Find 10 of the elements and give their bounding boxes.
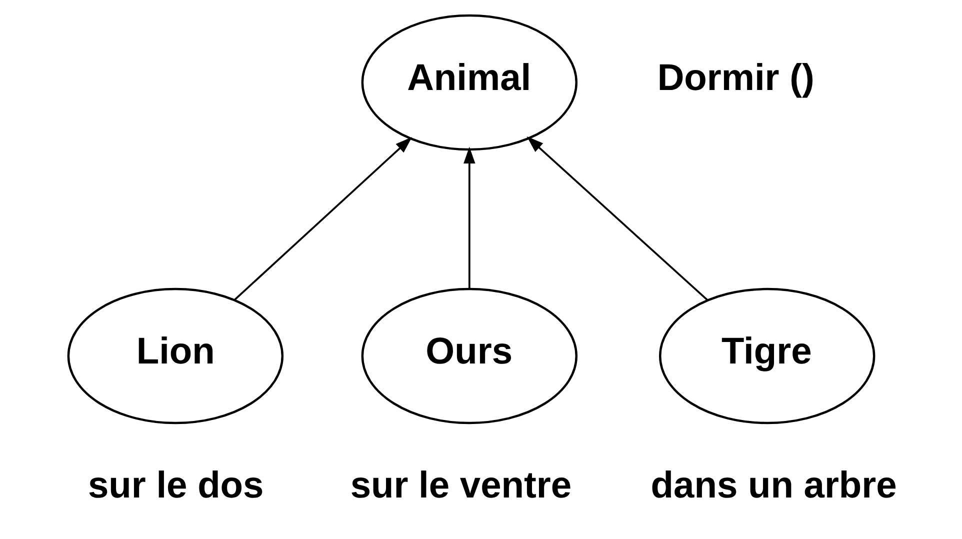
- node-label: dans un arbre: [650, 463, 896, 506]
- node-ellipse: Lion: [66, 288, 284, 424]
- node-label: sur le dos: [87, 463, 264, 506]
- arrow: [526, 136, 708, 301]
- arrow: [234, 136, 412, 300]
- arrow: [463, 146, 475, 289]
- node-ellipse: Ours: [360, 288, 577, 424]
- node-label: Dormir (): [656, 56, 814, 98]
- node-label: sur le ventre: [350, 463, 572, 506]
- node-ellipse: Tigre: [658, 288, 875, 424]
